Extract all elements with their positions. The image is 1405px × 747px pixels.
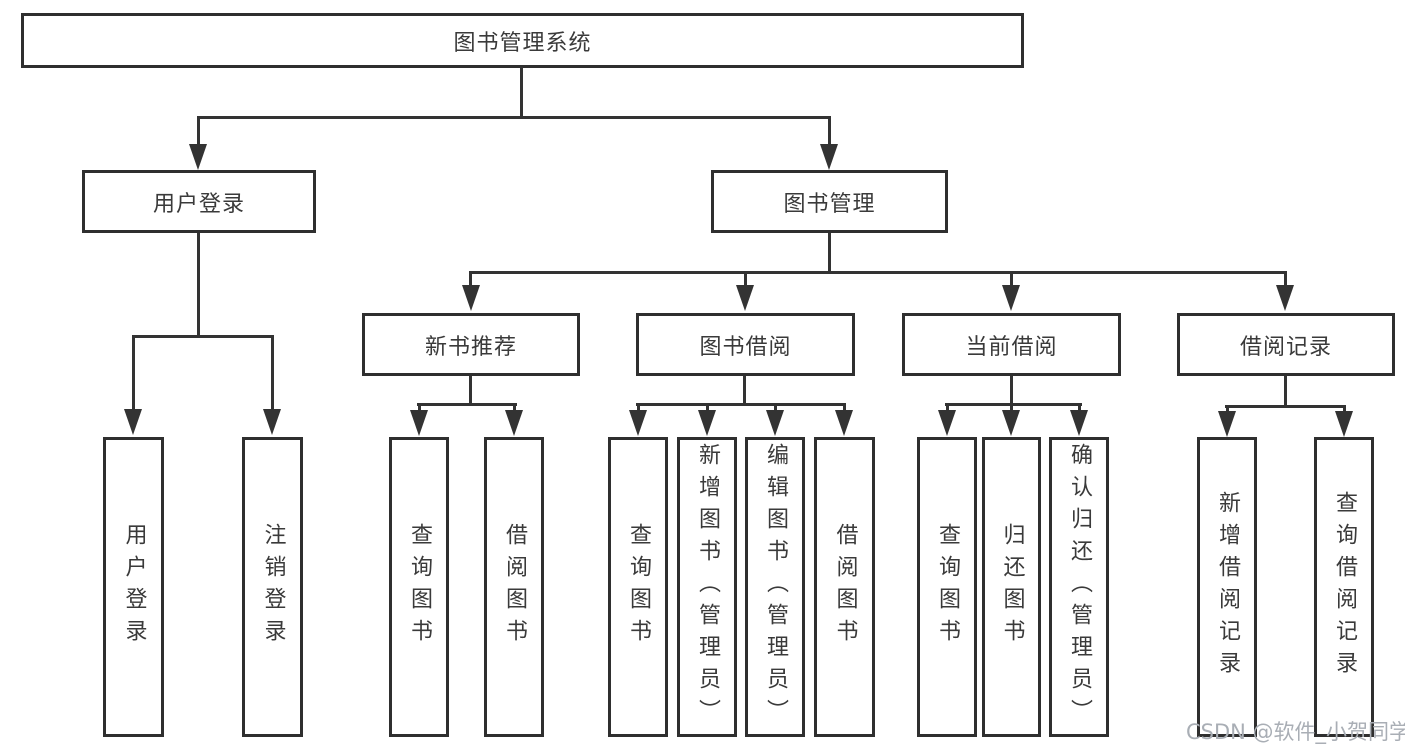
connector-segment — [637, 403, 640, 413]
leaf-query-borrow-record: 查询借阅记录 — [1314, 437, 1374, 737]
arrowhead — [124, 409, 142, 435]
node-label: 当前借阅 — [965, 334, 1058, 360]
connector-segment — [1010, 376, 1013, 405]
arrowhead — [736, 285, 754, 311]
leaf-return-books: 归还图书 — [982, 437, 1041, 737]
connector-segment — [774, 403, 777, 413]
leaf-query-books-2: 查询图书 — [608, 437, 668, 737]
connector-segment — [197, 116, 831, 119]
connector-segment — [743, 376, 746, 405]
connector-segment — [843, 403, 846, 413]
connector-segment — [946, 403, 949, 413]
leaf-add-book-admin: 新增图书（管理员） — [677, 437, 737, 737]
node-label: 新增借阅记录 — [1215, 491, 1240, 683]
connector-segment — [417, 403, 517, 406]
node-label: 查询图书 — [935, 523, 960, 651]
node-label: 确认归还（管理员） — [1067, 443, 1092, 731]
connector-segment — [1284, 376, 1287, 407]
node-user-login: 用户登录 — [82, 170, 316, 233]
arrowhead — [462, 285, 480, 311]
leaf-add-borrow-record: 新增借阅记录 — [1197, 437, 1257, 737]
connector-segment — [271, 335, 274, 411]
node-borrowing-records: 借阅记录 — [1177, 313, 1395, 376]
arrowhead — [629, 410, 647, 436]
arrowhead — [505, 410, 523, 436]
arrowhead — [263, 409, 281, 435]
arrowhead — [410, 410, 428, 436]
leaf-query-books-3: 查询图书 — [917, 437, 977, 737]
leaf-logout-login: 注销登录 — [242, 437, 303, 737]
node-label: 归还图书 — [999, 523, 1025, 651]
connector-segment — [469, 271, 1287, 274]
connector-segment — [706, 403, 709, 413]
node-book-borrowing: 图书借阅 — [636, 313, 855, 376]
arrowhead — [1002, 285, 1020, 311]
connector-segment — [418, 403, 421, 413]
arrowhead — [835, 410, 853, 436]
node-label: 编辑图书（管理员） — [763, 443, 788, 731]
connector-segment — [469, 271, 472, 287]
arrowhead — [938, 410, 956, 436]
node-label: 图书借阅 — [699, 334, 792, 360]
connector-segment — [744, 271, 747, 287]
node-label: 查询借阅记录 — [1332, 491, 1357, 683]
node-label: 查询图书 — [407, 523, 432, 651]
connector-segment — [1284, 271, 1287, 287]
arrowhead — [1070, 410, 1088, 436]
connector-segment — [197, 233, 200, 337]
connector-segment — [1225, 405, 1346, 408]
arrowhead — [766, 410, 784, 436]
node-label: 用户登录 — [152, 191, 245, 217]
connector-segment — [1010, 271, 1013, 287]
arrowhead — [189, 144, 207, 170]
connector-segment — [513, 403, 516, 413]
arrowhead — [1276, 285, 1294, 311]
connector-segment — [1343, 405, 1346, 414]
connector-segment — [132, 335, 135, 411]
node-label: 用户登录 — [121, 523, 147, 651]
connector-segment — [520, 67, 523, 118]
connector-segment — [1078, 403, 1081, 413]
node-label: 新书推荐 — [424, 334, 517, 360]
node-label: 图书管理 — [783, 191, 876, 217]
leaf-query-books-1: 查询图书 — [389, 437, 449, 737]
node-label: 图书管理系统 — [453, 30, 592, 56]
csdn-watermark: CSDN @软件_小贺同学 — [1186, 720, 1405, 744]
leaf-borrow-books-2: 借阅图书 — [814, 437, 875, 737]
connector-segment — [1226, 405, 1229, 414]
connector-segment — [132, 335, 274, 338]
connector-segment — [828, 116, 831, 146]
node-new-book-recommendation: 新书推荐 — [362, 313, 580, 376]
node-label: 查询图书 — [626, 523, 651, 651]
node-label: 借阅记录 — [1239, 334, 1332, 360]
connector-segment — [636, 403, 846, 406]
node-label: 借阅图书 — [502, 523, 527, 651]
leaf-borrow-books-1: 借阅图书 — [484, 437, 544, 737]
connector-segment — [945, 403, 1082, 406]
node-book-management: 图书管理 — [711, 170, 948, 233]
node-library-management-system: 图书管理系统 — [21, 13, 1024, 68]
arrowhead — [698, 410, 716, 436]
leaf-confirm-return-admin: 确认归还（管理员） — [1049, 437, 1109, 737]
arrowhead — [820, 144, 838, 170]
arrowhead — [1218, 411, 1236, 437]
arrowhead — [1002, 410, 1020, 436]
node-label: 注销登录 — [260, 523, 286, 651]
arrowhead — [1335, 411, 1353, 437]
leaf-edit-book-admin: 编辑图书（管理员） — [745, 437, 805, 737]
node-label: 新增图书（管理员） — [695, 443, 720, 731]
connector-segment — [197, 116, 200, 146]
connector-segment — [469, 376, 472, 405]
node-label: 借阅图书 — [832, 523, 858, 651]
node-current-borrowing: 当前借阅 — [902, 313, 1121, 376]
connector-segment — [828, 233, 831, 273]
connector-segment — [1010, 403, 1013, 413]
leaf-user-login: 用户登录 — [103, 437, 164, 737]
